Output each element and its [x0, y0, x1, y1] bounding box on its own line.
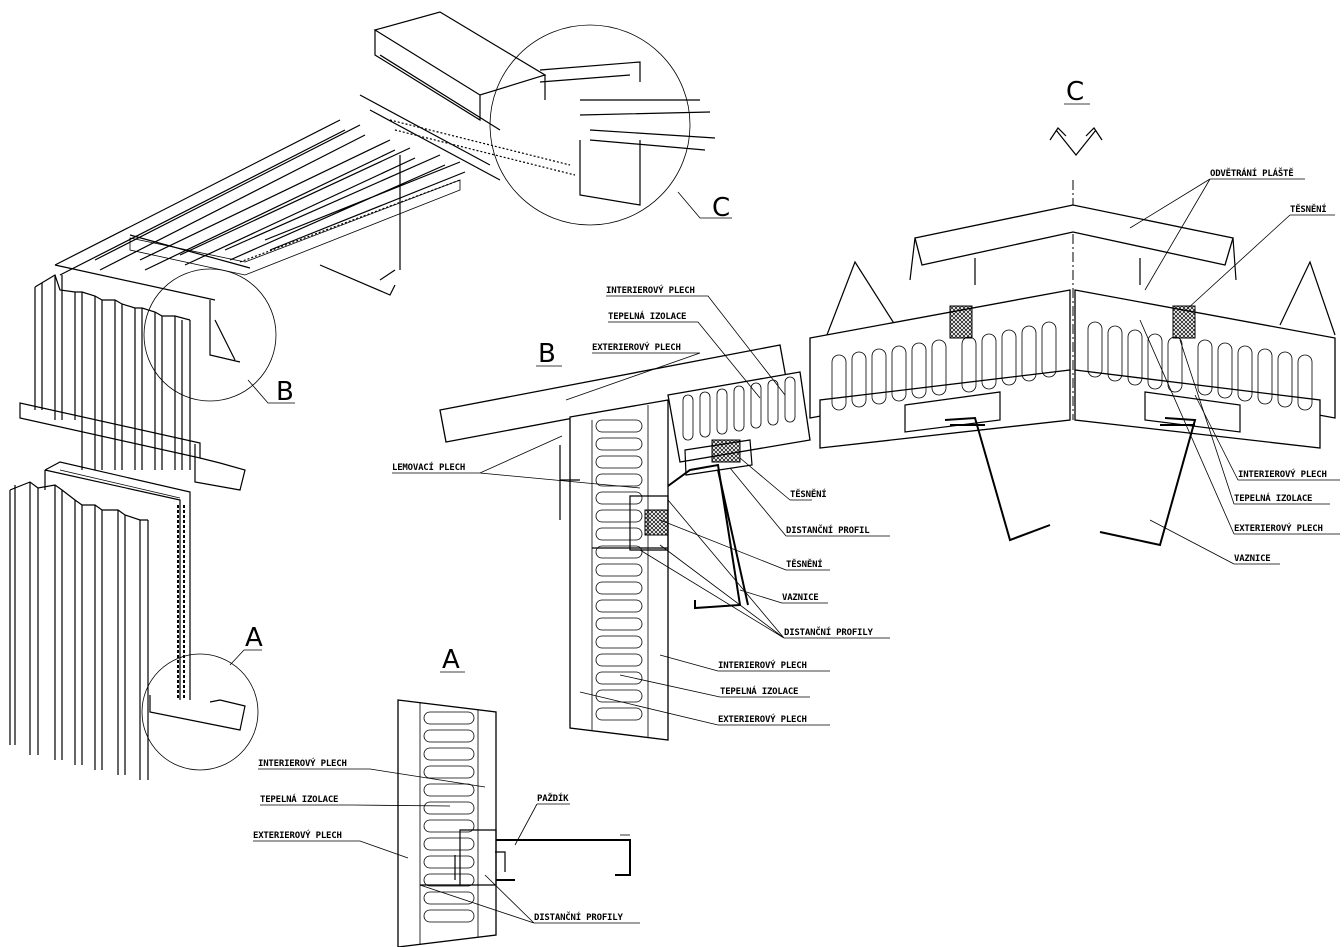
detail-a-insulation [423, 711, 475, 923]
label-b-interior-roof: INTERIEROVÝ PLECH [606, 284, 695, 296]
detail-c-left-insulation [831, 321, 1057, 411]
label-b-spacers: DISTANČNÍ PROFILY [784, 626, 873, 638]
label-c-interior: INTERIEROVÝ PLECH [1238, 468, 1327, 480]
label-b-flashing: LEMOVACÍ PLECH [392, 461, 465, 473]
iso-purlin-b [209, 300, 241, 363]
label-b-seal2: TĚSNĚNÍ [786, 558, 823, 570]
callout-label-b: B [276, 377, 294, 407]
detail-b-title: B [538, 339, 556, 369]
detail-a-labels: INTERIEROVÝ PLECH TEPELNÁ IZOLACE EXTERI… [253, 757, 640, 924]
label-b-insulation-wall: TEPELNÁ IZOLACE [720, 685, 798, 697]
detail-c-title: C [1066, 77, 1084, 107]
label-a-insulation: TEPELNÁ IZOLACE [260, 793, 338, 805]
detail-b-roof-insulation [682, 376, 796, 441]
detail-c: C [809, 77, 1340, 565]
label-b-insulation-roof: TEPELNÁ IZOLACE [608, 310, 686, 322]
callout-label-a: A [245, 623, 263, 653]
label-a-spacers: DISTANČNÍ PROFILY [534, 911, 623, 923]
label-c-ventilation: ODVĚTRÁNÍ PLÁŠTĚ [1210, 167, 1294, 179]
iso-wall-panels-lower [9, 461, 191, 780]
label-c-purlin: VAZNICE [1234, 554, 1271, 564]
label-c-insulation: TEPELNÁ IZOLACE [1234, 492, 1312, 504]
ventilation-arrows-icon [1049, 127, 1103, 156]
label-b-seal1: TĚSNĚNÍ [790, 488, 827, 500]
label-a-exterior: EXTERIEROVÝ PLECH [253, 829, 342, 841]
label-b-purlin: VAZNICE [782, 593, 819, 603]
label-c-exterior: EXTERIEROVÝ PLECH [1234, 522, 1323, 534]
label-c-seal: TĚSNĚNÍ [1290, 203, 1327, 215]
label-b-interior-wall: INTERIEROVÝ PLECH [718, 659, 807, 671]
iso-girt [19, 402, 246, 731]
callout-label-c: C [712, 193, 730, 223]
detail-b: B [392, 284, 890, 741]
detail-b-labels: INTERIEROVÝ PLECH TEPELNÁ IZOLACE EXTERI… [392, 284, 890, 726]
callout-circle-c [489, 24, 691, 226]
label-b-exterior-wall: EXTERIEROVÝ PLECH [718, 713, 807, 725]
detail-a: A INTERIEROVÝ PLECH TEPELNÁ IZOLACE [253, 645, 640, 947]
label-a-girt: PAŽDÍK [537, 792, 569, 804]
callout-circle-a [141, 653, 259, 771]
callout-circle-b [143, 268, 277, 402]
iso-roof-upper [319, 11, 716, 296]
isometric-view: B A C [9, 11, 732, 780]
label-a-interior: INTERIEROVÝ PLECH [258, 757, 347, 769]
iso-roof-sheet [54, 119, 466, 301]
label-b-exterior-roof: EXTERIEROVÝ PLECH [592, 341, 681, 353]
detail-c-labels: ODVĚTRÁNÍ PLÁŠTĚ TĚSNĚNÍ INTERIEROVÝ PLE… [1129, 167, 1340, 565]
iso-wall-panels-upper [34, 274, 191, 470]
label-b-spacer: DISTANČNÍ PROFIL [786, 524, 870, 536]
detail-a-title: A [442, 645, 460, 675]
